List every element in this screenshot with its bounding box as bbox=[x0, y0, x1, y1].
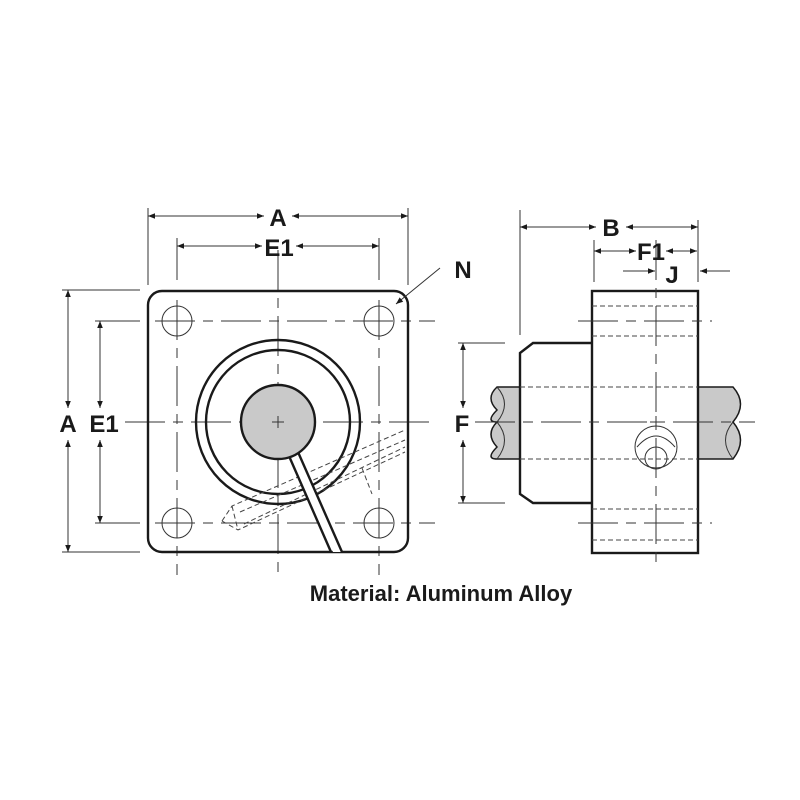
dim-label-j: J bbox=[665, 262, 678, 289]
dim-label-e1-top: E1 bbox=[264, 235, 293, 262]
side-view: B F1 J F bbox=[455, 210, 755, 570]
outer-ring bbox=[194, 338, 362, 506]
dim-label-f: F bbox=[455, 411, 470, 438]
material-note: Material: Aluminum Alloy bbox=[310, 581, 573, 606]
front-view: A E1 A E1 N bbox=[59, 205, 472, 575]
hidden-grease-passage bbox=[221, 429, 406, 531]
inner-ring bbox=[204, 348, 352, 496]
dim-label-b: B bbox=[602, 215, 619, 242]
hub bbox=[518, 341, 592, 505]
dim-label-f1: F1 bbox=[637, 239, 665, 266]
grease-fitting bbox=[634, 416, 678, 470]
flange-plate bbox=[146, 289, 410, 554]
bolt-holes bbox=[161, 305, 395, 539]
shaft-right bbox=[697, 386, 742, 460]
dim-label-n: N bbox=[454, 257, 471, 284]
dim-label-a-top: A bbox=[269, 205, 286, 232]
dim-label-a-left: A bbox=[59, 411, 76, 438]
shaft-left bbox=[490, 386, 521, 460]
slot bbox=[287, 451, 344, 553]
dim-label-e1-left: E1 bbox=[89, 411, 118, 438]
